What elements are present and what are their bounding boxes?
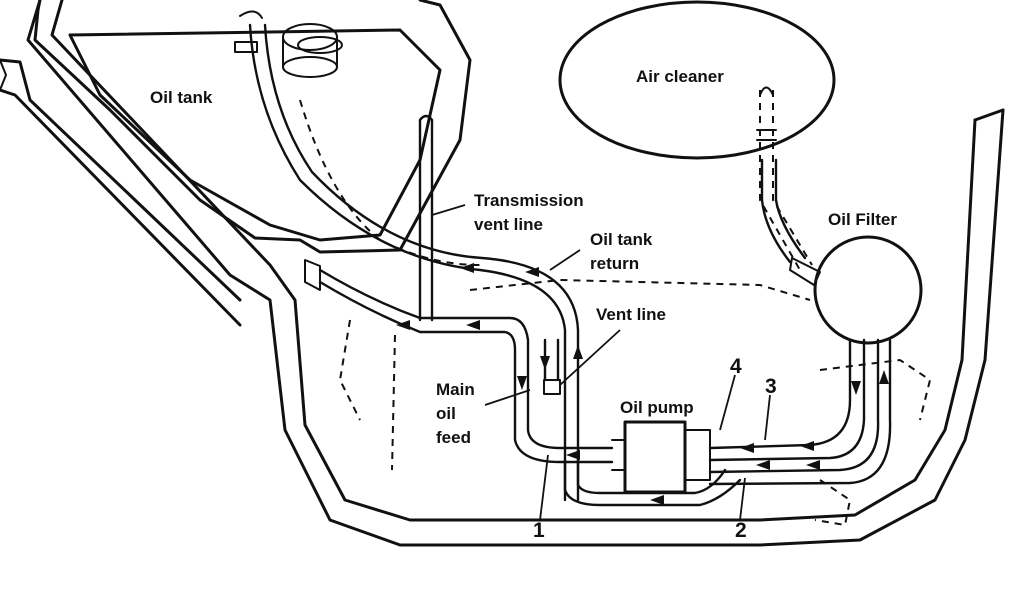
oil-tank-outline <box>33 0 472 254</box>
label-main-oil-feed-2: oil <box>436 404 456 423</box>
label-transmission-vent-line-2: vent line <box>474 215 543 234</box>
label-main-oil-feed-3: feed <box>436 428 471 447</box>
label-oil-tank-return-2: return <box>590 254 639 273</box>
oil-pump <box>611 420 711 494</box>
callout-3: 3 <box>765 375 777 398</box>
callout-1: 1 <box>533 519 545 542</box>
leader-lines <box>431 204 771 521</box>
label-vent-line: Vent line <box>596 305 666 324</box>
breather-tube <box>756 86 821 286</box>
label-main-oil-feed-1: Main <box>436 380 475 399</box>
air-cleaner <box>558 0 836 160</box>
callout-2: 2 <box>735 519 747 542</box>
callout-4: 4 <box>730 355 742 378</box>
label-transmission-vent-line-1: Transmission <box>474 191 584 210</box>
label-oil-pump: Oil pump <box>620 398 694 417</box>
label-air-cleaner: Air cleaner <box>636 67 724 86</box>
main-oil-feed-hose <box>304 259 614 464</box>
label-oil-tank-return-1: Oil tank <box>590 230 653 249</box>
filler-cap <box>282 23 343 78</box>
frame-outline <box>26 0 1005 547</box>
oil-filter <box>813 235 923 345</box>
vent-line-hose <box>543 338 561 395</box>
engine-case-outline <box>338 278 932 527</box>
pump-loop-hose <box>563 458 742 507</box>
transmission-vent-line <box>418 114 434 322</box>
filter-hoses <box>708 338 892 486</box>
down-tube <box>0 58 242 327</box>
label-oil-filter: Oil Filter <box>828 210 897 229</box>
label-oil-tank: Oil tank <box>150 88 213 107</box>
oil-tank-return-hose <box>234 10 580 502</box>
flow-arrows <box>396 263 889 505</box>
